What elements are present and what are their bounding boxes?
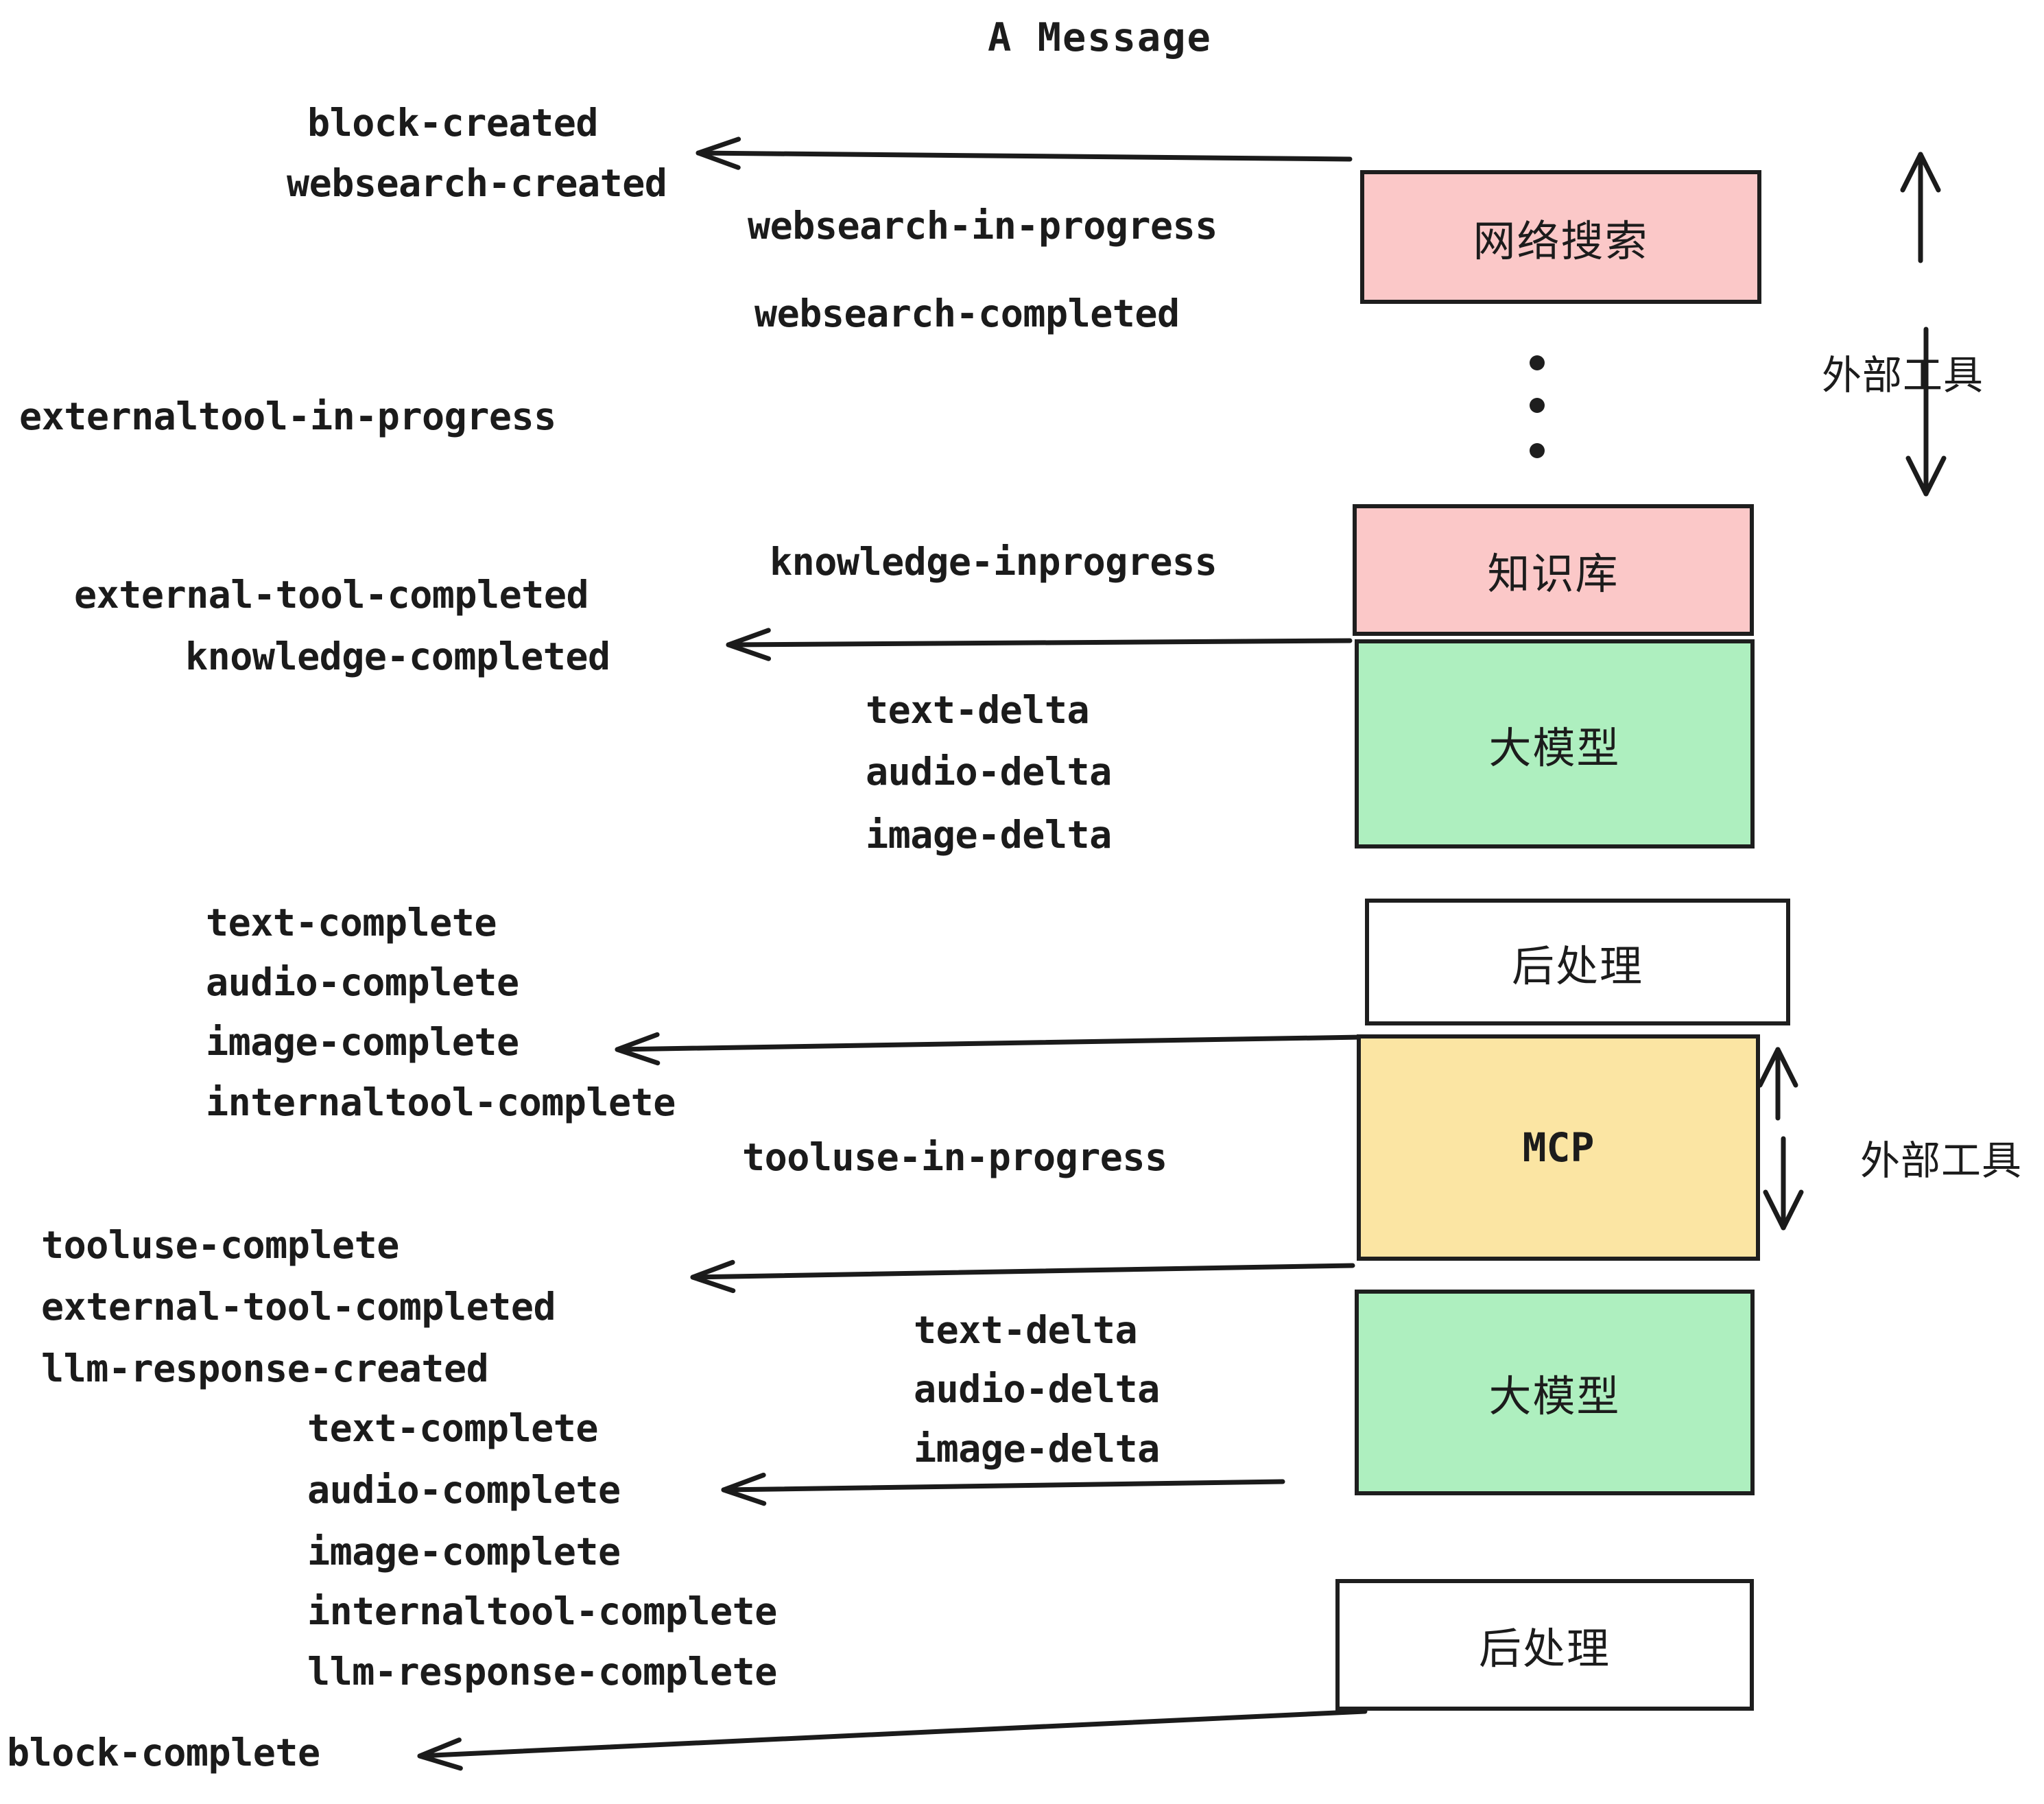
box-label-mcp: MCP xyxy=(1522,1124,1595,1171)
event-label-llm-response-created: llm-response-created xyxy=(41,1346,489,1390)
event-label-text-delta-1: text-delta xyxy=(866,688,1090,732)
box-postprocess-2: 后处理 xyxy=(1335,1579,1754,1711)
box-label-llm-1: 大模型 xyxy=(1488,722,1621,773)
ellipsis-dot-2 xyxy=(1530,398,1545,413)
arrow-knowledge-done-head xyxy=(726,628,772,661)
event-label-tooluse-complete: tooluse-complete xyxy=(41,1223,399,1267)
arrow-tooluse-done-line xyxy=(690,1263,1355,1280)
event-label-audio-delta-1: audio-delta xyxy=(866,750,1112,794)
event-label-internaltool-complete-2: internaltool-complete xyxy=(307,1589,777,1633)
event-label-audio-complete-2: audio-complete xyxy=(307,1468,621,1512)
arrow-block-created-head xyxy=(696,137,741,170)
arrow-tooluse-done-head xyxy=(690,1259,736,1294)
event-label-block-complete: block-complete xyxy=(7,1731,320,1775)
event-label-block-created: block-created xyxy=(307,101,598,145)
event-label-audio-complete-1: audio-complete xyxy=(206,960,519,1004)
event-label-image-complete-2: image-complete xyxy=(307,1530,621,1574)
box-llm-2: 大模型 xyxy=(1355,1290,1755,1495)
ellipsis-dot-1 xyxy=(1530,355,1545,370)
bracket-top-up-head xyxy=(1900,152,1941,193)
event-label-llm-response-complete: llm-response-complete xyxy=(307,1650,777,1694)
arrow-knowledge-done-line xyxy=(726,638,1353,648)
arrow-image-complete-line xyxy=(615,1034,1364,1052)
page-title: A Message xyxy=(988,15,1212,60)
event-label-audio-delta-2: audio-delta xyxy=(914,1367,1160,1411)
event-label-text-complete-1: text-complete xyxy=(206,901,497,945)
bracket-bottom-up-head xyxy=(1757,1047,1798,1088)
event-label-websearch-completed: websearch-completed xyxy=(754,292,1180,335)
box-mcp: MCP xyxy=(1357,1034,1760,1261)
event-label-image-delta-2: image-delta xyxy=(914,1427,1160,1471)
arrow-block-complete-line xyxy=(417,1709,1368,1759)
event-label-internaltool-complete-1: internaltool-complete xyxy=(206,1080,676,1124)
event-label-image-delta-1: image-delta xyxy=(866,813,1112,857)
event-label-websearch-in-progress: websearch-in-progress xyxy=(748,204,1217,248)
event-label-image-complete-1: image-complete xyxy=(206,1020,519,1064)
box-llm-1: 大模型 xyxy=(1355,639,1755,848)
box-label-websearch: 网络搜索 xyxy=(1473,215,1649,266)
arrow-image-complete-head xyxy=(615,1032,661,1066)
box-knowledge: 知识库 xyxy=(1353,504,1754,636)
arrow-audio-complete-line xyxy=(721,1479,1285,1493)
arrow-audio-complete-head xyxy=(721,1472,767,1506)
event-label-external-tool-completed-2: external-tool-completed xyxy=(41,1285,556,1329)
box-websearch: 网络搜索 xyxy=(1360,170,1761,304)
event-label-text-delta-2: text-delta xyxy=(914,1308,1138,1352)
bracket-top-down-head xyxy=(1905,455,1947,497)
event-label-knowledge-inprogress: knowledge-inprogress xyxy=(770,540,1217,584)
side-label-external-tools-top: 外部工具 xyxy=(1822,352,1984,399)
bracket-bottom-down-head xyxy=(1763,1189,1804,1231)
box-label-postprocess-2: 后处理 xyxy=(1478,1624,1611,1674)
box-label-llm-2: 大模型 xyxy=(1488,1371,1621,1421)
event-label-text-complete-2: text-complete xyxy=(307,1406,598,1450)
event-label-externaltool-in-progress: externaltool-in-progress xyxy=(19,394,556,438)
arrow-block-complete-head xyxy=(417,1737,463,1771)
box-label-knowledge: 知识库 xyxy=(1487,549,1619,599)
ellipsis-dot-3 xyxy=(1530,443,1545,458)
event-label-external-tool-completed-1: external-tool-completed xyxy=(74,573,589,617)
event-label-knowledge-completed: knowledge-completed xyxy=(185,634,610,678)
side-label-external-tools-bottom: 外部工具 xyxy=(1860,1137,2023,1184)
box-postprocess-1: 后处理 xyxy=(1365,899,1790,1025)
event-label-tooluse-in-progress: tooluse-in-progress xyxy=(742,1135,1167,1179)
event-label-websearch-created: websearch-created xyxy=(287,161,667,205)
box-label-postprocess-1: 后处理 xyxy=(1511,940,1643,991)
arrow-block-created-line xyxy=(696,150,1353,162)
